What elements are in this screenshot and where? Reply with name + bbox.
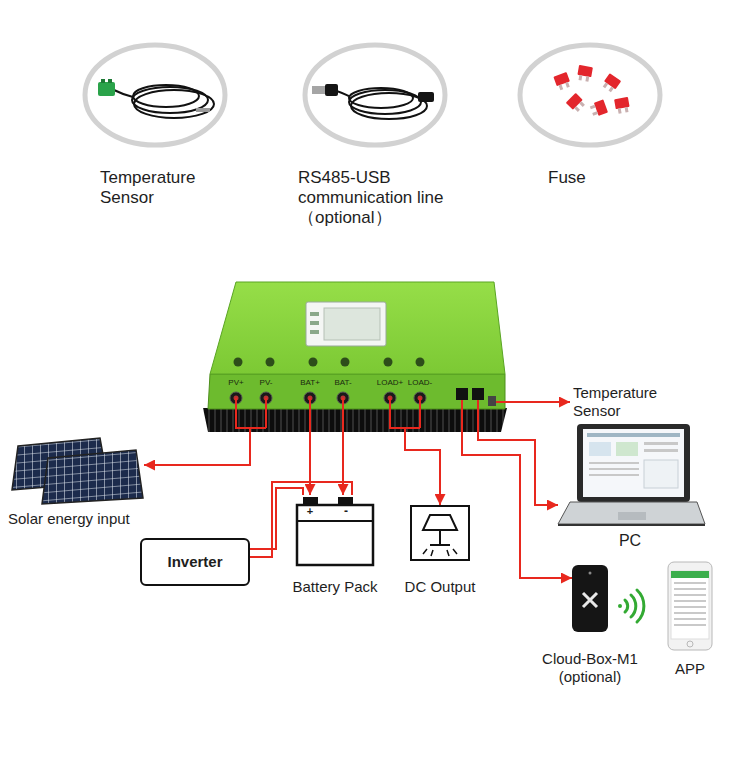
- device-caption: Solar energy input: [8, 510, 130, 528]
- figure-area: [572, 565, 608, 632]
- rs485-cable-oval: [305, 45, 445, 145]
- cloud-box: Cloud-Box-M1 (optional): [523, 563, 657, 689]
- lamp-icon: [411, 506, 469, 560]
- wire-connector: [478, 432, 558, 505]
- wifi-symbol: [618, 590, 644, 622]
- device-caption: Cloud-Box-M1 (optional): [525, 650, 655, 685]
- phone-icon: [668, 562, 712, 650]
- polarity-sign: -: [344, 505, 348, 517]
- dc-output-lamp: DC Output: [395, 504, 487, 600]
- solar-panel: Solar energy input: [5, 432, 155, 534]
- charge-controller: PV+ PV- BAT+ BAT- LOAD+ LOAD-: [203, 280, 507, 432]
- cloud-box-icon: [572, 565, 608, 632]
- terminal-label: LOAD+: [377, 378, 403, 387]
- inverter-box: Inverter: [140, 538, 250, 586]
- figure-area: [410, 505, 470, 561]
- fuse-oval: [520, 45, 660, 145]
- sensor-port-label: Temperature Sensor: [570, 382, 670, 424]
- wire-connector: [309, 432, 311, 495]
- box-label: Inverter: [167, 553, 222, 571]
- device-caption: PC: [619, 532, 641, 551]
- pc-laptop: PC: [553, 422, 708, 558]
- figure-area: [303, 43, 447, 147]
- accessory-caption: Temperature Sensor: [100, 168, 195, 208]
- polarity-sign: +: [307, 506, 313, 517]
- figure-area: [518, 43, 662, 147]
- accessory-caption: RS485-USB communication line （optional）: [298, 168, 466, 228]
- wire-connector: [144, 432, 250, 465]
- battery-pack: Battery Pack: [280, 494, 390, 600]
- figure-area: [12, 436, 144, 504]
- device-caption: Temperature Sensor: [573, 384, 657, 419]
- device-caption: DC Output: [405, 578, 476, 596]
- terminal-label: LOAD-: [408, 378, 432, 387]
- solar-panel-icon: [12, 438, 143, 504]
- accessory-oval: Fuse: [510, 38, 670, 198]
- terminal-label: PV-: [260, 378, 273, 387]
- wire-connector: [462, 432, 572, 578]
- figure-area: [668, 562, 712, 650]
- device-caption: Battery Pack: [292, 578, 377, 596]
- accessory-oval: RS485-USB communication line （optional）: [290, 38, 470, 232]
- accessory-oval: Temperature Sensor: [78, 38, 248, 220]
- figure-area: [558, 424, 705, 526]
- app-phone: APP: [660, 560, 720, 680]
- device-caption: APP: [675, 660, 705, 678]
- controller-housing: [203, 282, 507, 432]
- terminal-label: BAT-: [334, 378, 351, 387]
- battery-icon: [297, 497, 373, 565]
- laptop-icon: [558, 424, 705, 526]
- terminal-label: PV+: [228, 378, 243, 387]
- wire-connector: [250, 488, 303, 549]
- sensor-oval: [85, 45, 225, 145]
- accessory-caption: Fuse: [548, 168, 586, 188]
- wire-connector: [250, 482, 352, 557]
- terminal-label: BAT+: [300, 378, 320, 387]
- wire-connector: [405, 432, 440, 505]
- figure-area: [83, 43, 227, 147]
- wire-connector: [342, 432, 344, 495]
- wire-connector: [507, 401, 570, 403]
- terminal-wires: [236, 398, 507, 432]
